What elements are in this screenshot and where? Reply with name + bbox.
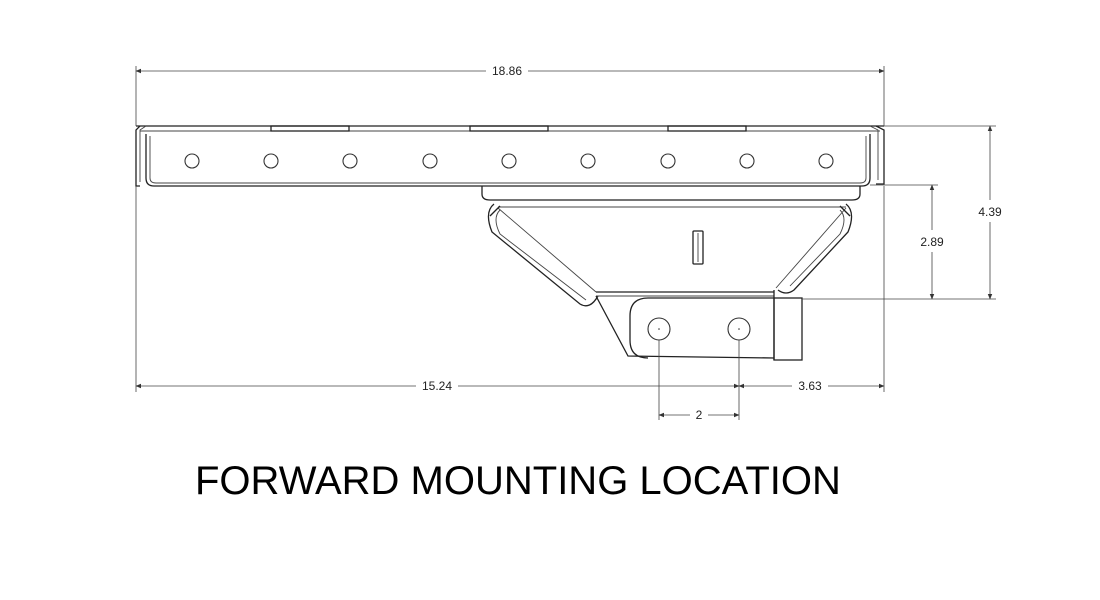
rail-hole bbox=[184, 153, 200, 169]
rail-hole bbox=[818, 153, 834, 169]
rail-hole bbox=[580, 153, 596, 169]
dimension-bracket-height: 2.89 bbox=[870, 184, 944, 300]
rail-tab bbox=[469, 125, 549, 132]
dim-label-overall-width: 18.86 bbox=[492, 64, 522, 78]
rail-tab bbox=[270, 125, 350, 132]
side-block bbox=[773, 297, 803, 361]
rail-hole bbox=[422, 153, 438, 169]
rail-hole bbox=[263, 153, 279, 169]
adjust-slot bbox=[692, 230, 704, 265]
mount-bracket bbox=[481, 186, 861, 361]
dim-label-hole-spacing: 2 bbox=[696, 408, 703, 422]
rail-hole bbox=[342, 153, 358, 169]
dim-label-overall-height: 4.39 bbox=[978, 205, 1002, 219]
dimension-bottom-offsets: 15.24 3.63 bbox=[135, 186, 885, 420]
dim-label-left-offset: 15.24 bbox=[422, 379, 452, 393]
rail-hole bbox=[501, 153, 517, 169]
rail-tab bbox=[667, 125, 747, 132]
dim-label-right-offset: 3.63 bbox=[798, 379, 822, 393]
dim-label-bracket-height: 2.89 bbox=[920, 235, 944, 249]
drawing-title: FORWARD MOUNTING LOCATION bbox=[195, 459, 841, 503]
dimension-overall-width: 18.86 bbox=[135, 64, 885, 126]
dimension-hole-spacing: 2 bbox=[658, 408, 740, 422]
rail-hole bbox=[660, 153, 676, 169]
main-rail bbox=[135, 125, 885, 187]
rail-hole bbox=[739, 153, 755, 169]
rail-holes bbox=[184, 153, 834, 169]
dimension-overall-height: 4.39 bbox=[802, 125, 1002, 300]
